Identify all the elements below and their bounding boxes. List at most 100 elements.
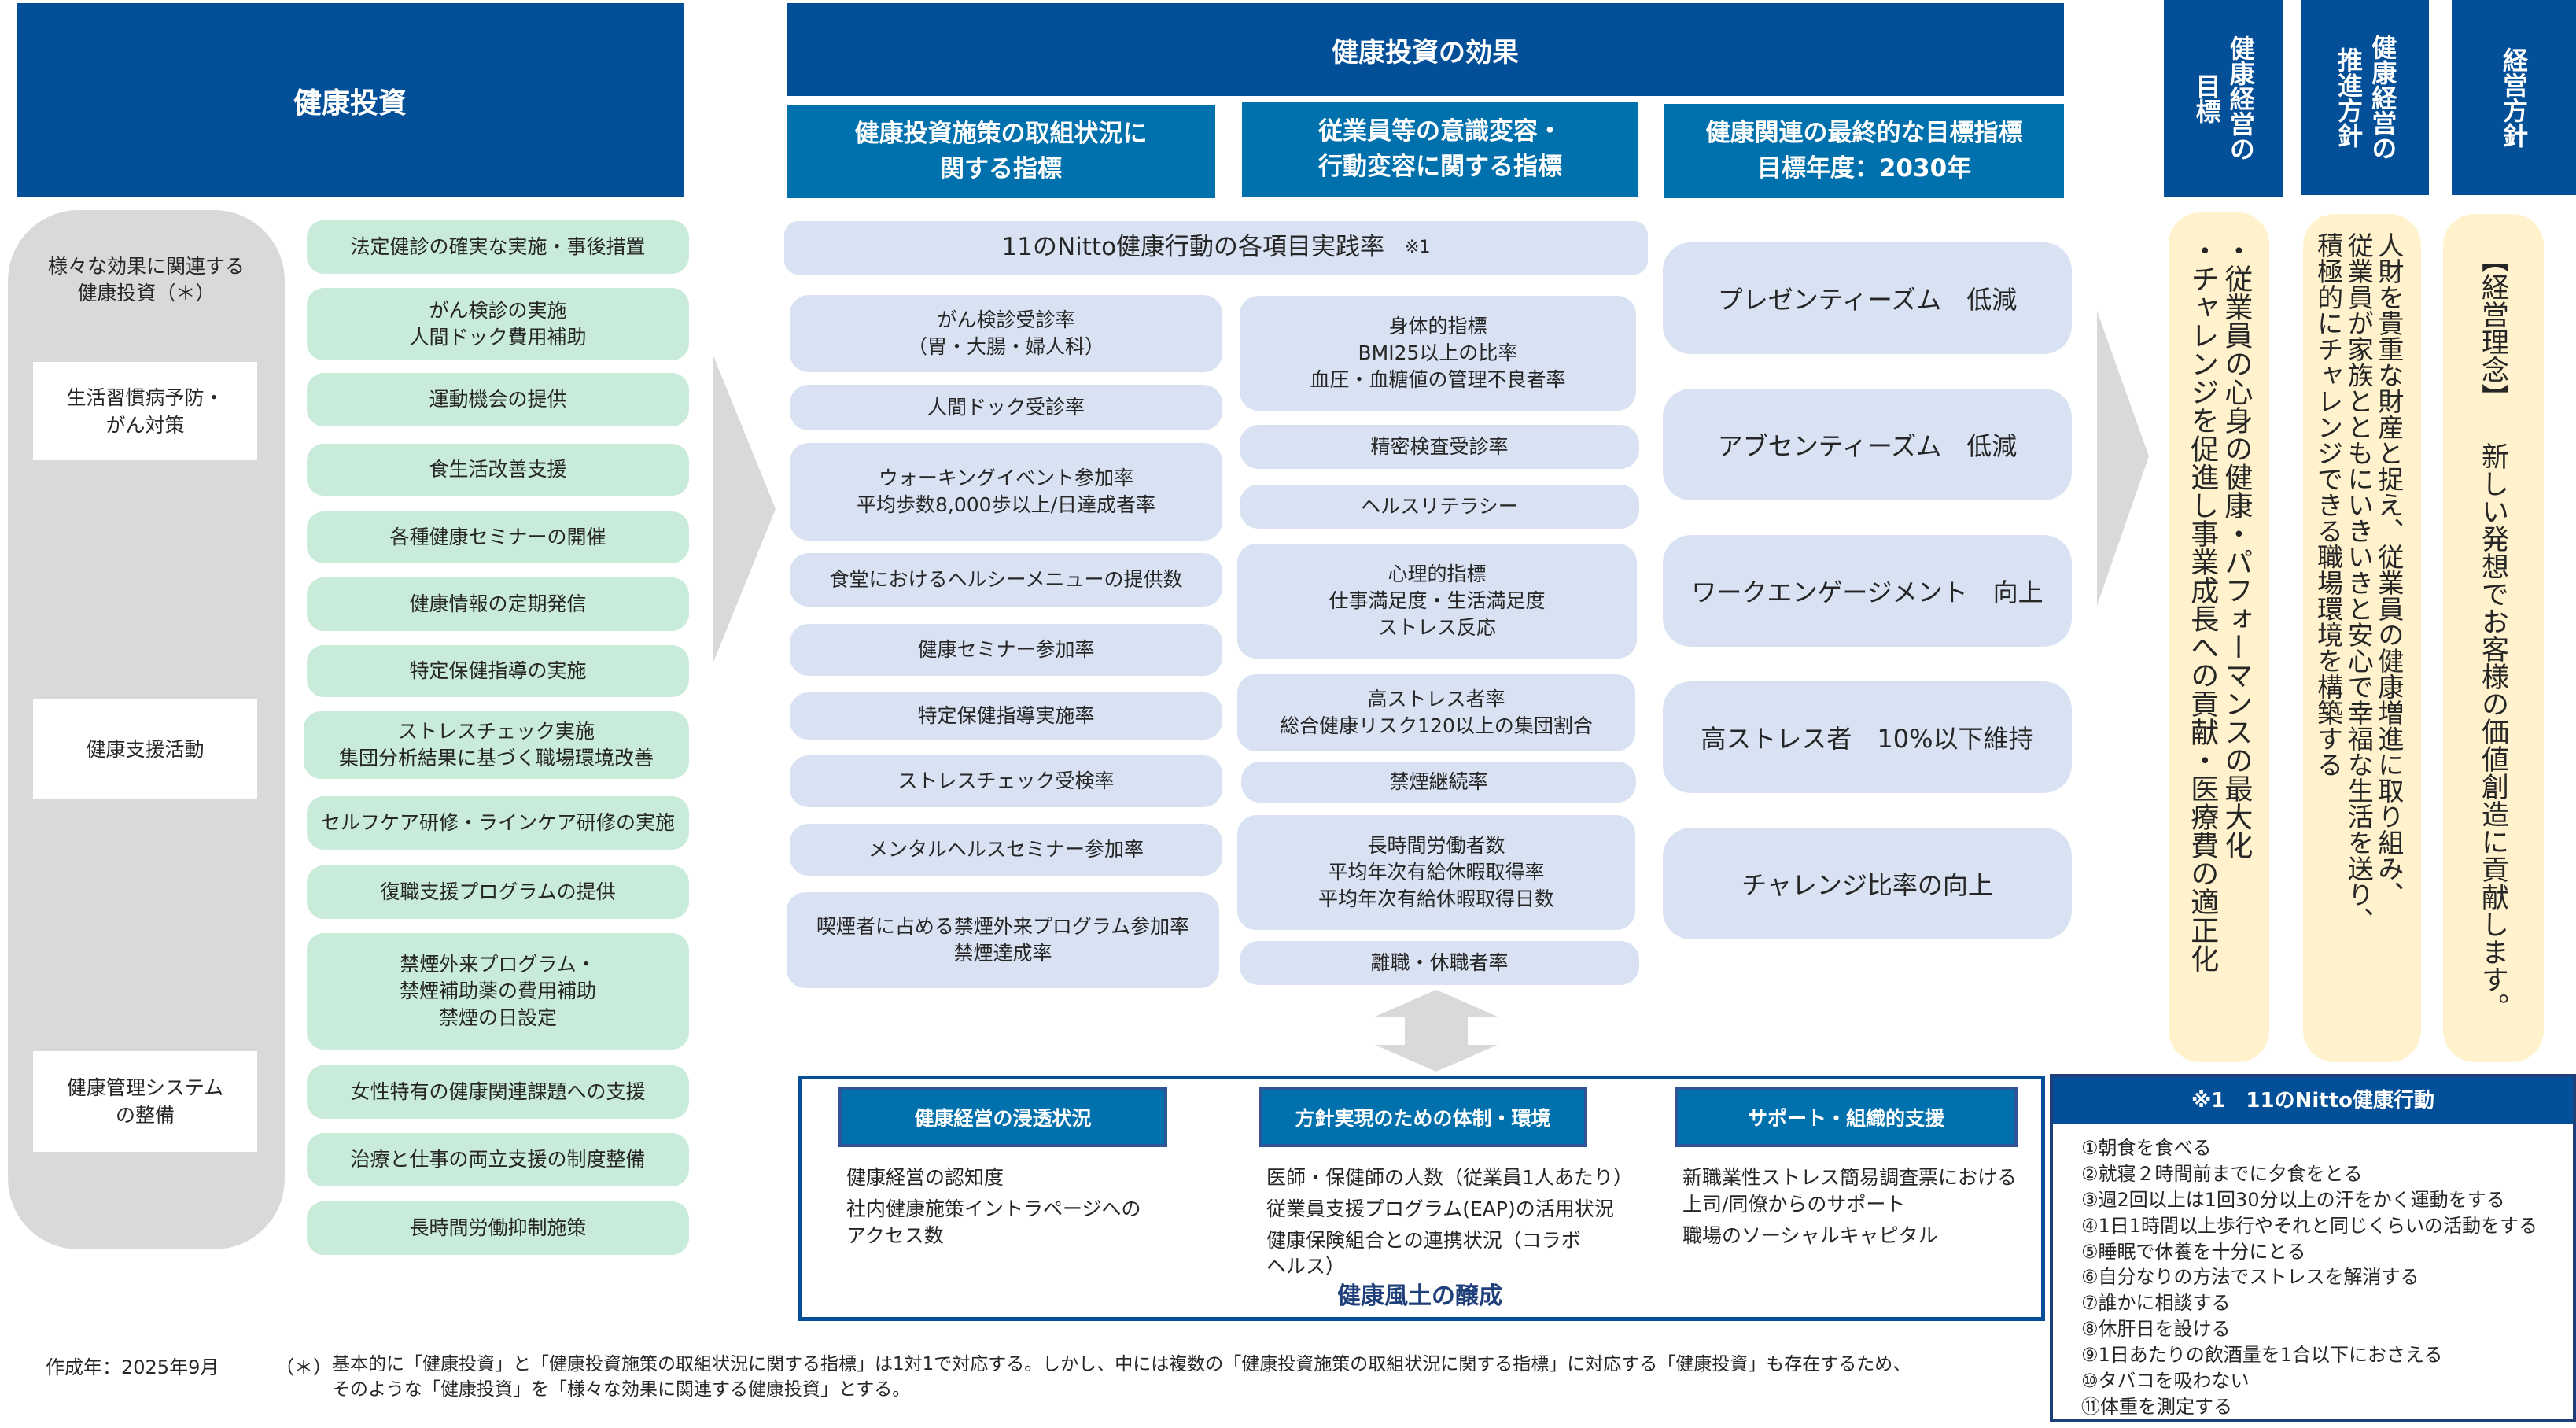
investment-item: 復職支援プログラムの提供 (307, 865, 689, 919)
culture-indicator: 健康経営の認知度 (846, 1166, 1004, 1189)
related-investment-label: 様々な効果に関連する 健康投資（＊） (47, 255, 245, 304)
health-culture-title: 健康風土の醸成 (1337, 1282, 1502, 1310)
initiative-indicator: メンタルヘルスセミナー参加率 (790, 824, 1222, 876)
nitto-action-item: ⑪体重を測定する (2081, 1395, 2232, 1418)
promotion-policy-header: 健康経営の 推進方針 (2301, 0, 2429, 195)
nitto-action-item: ⑩タバコを吸わない (2081, 1369, 2250, 1392)
flow-arrow-right (2097, 311, 2149, 606)
initiative-indicator: 食堂におけるヘルシーメニューの提供数 (790, 553, 1222, 607)
footnote-mark: （＊） (275, 1356, 332, 1378)
nitto-action-item: ③週2回以上は1回30分以上の汗をかく運動をする (2081, 1188, 2505, 1211)
behavior-indicator: 身体的指標 BMI25以上の比率 血圧・血糖値の管理不良者率 (1240, 296, 1636, 411)
behavior-indicator: 離職・休職者率 (1240, 941, 1639, 985)
behavior-indicator: 高ストレス者率 総合健康リスク120以上の集団割合 (1237, 674, 1635, 751)
column-header-final-targets: 健康関連の最終的な目標指標 目標年度：2030年 (1664, 104, 2064, 198)
nitto-action-item: ④1日1時間以上歩行やそれと同じくらいの活動をする (2081, 1214, 2538, 1237)
nitto-action-item: ⑧休肝日を設ける (2081, 1318, 2231, 1341)
goals-text: ・従業員の心身の健康・パフォーマンスの最大化 ・チャレンジを促進し事業成長への貢… (2185, 236, 2253, 1039)
nitto-banner-note: ※1 (1405, 238, 1431, 258)
goals-header-text: 健康経営の 目標 (2191, 35, 2256, 161)
culture-group-heading: 健康経営の浸透状況 (838, 1087, 1167, 1147)
promotion-policy-text: 人財を貴重な財産と捉え、従業員の健康増進に取り組み、 従業員が家族とともにいきい… (2313, 232, 2405, 1042)
created-date: 作成年：2025年9月 (46, 1356, 219, 1378)
culture-group-items: 医師・保健師の人数（従業員1人あたり） 従業員支援プログラム(EAP)の活用状況健… (1266, 1164, 1633, 1285)
column-header-behavior: 従業員等の意識変容・ 行動変容に関する指標 (1242, 102, 1638, 197)
behavior-indicator: 心理的指標 仕事満足度・生活満足度 ストレス反応 (1237, 544, 1637, 659)
initiative-indicator: ストレスチェック受検率 (790, 755, 1222, 807)
investment-item: 女性特有の健康関連課題への支援 (307, 1065, 689, 1119)
investment-item: 長時間労働抑制施策 (307, 1201, 689, 1255)
goal-line-1: ・従業員の心身の健康・パフォーマンスの最大化 (2220, 236, 2253, 859)
up-down-arrow-icon (1375, 990, 1498, 1072)
culture-indicator: 従業員支援プログラム(EAP)の活用状況 (1266, 1197, 1614, 1220)
management-policy-header: 経営方針 (2452, 0, 2576, 195)
policy-line-1: 人財を貴重な財産と捉え、従業員の健康増進に取り組み、 (2373, 232, 2405, 907)
culture-group-items: 新職業性ストレス簡易調査票における 上司/同僚からのサポート職場のソーシャルキャ… (1682, 1164, 2057, 1253)
final-target: プレゼンティーズム 低減 (1663, 242, 2072, 354)
investment-item: 健康情報の定期発信 (307, 577, 689, 631)
flow-arrow-left (713, 354, 776, 664)
goals-panel (2169, 212, 2269, 1062)
effects-title: 健康投資の効果 (1332, 36, 1519, 68)
investment-item: 禁煙外来プログラム・ 禁煙補助薬の費用補助 禁煙の日設定 (307, 933, 689, 1050)
management-policy-panel (2443, 214, 2544, 1062)
investment-item: セルフケア研修・ラインケア研修の実施 (307, 796, 689, 850)
investment-item: 特定保健指導の実施 (307, 645, 689, 697)
final-target: 高ストレス者 10%以下維持 (1663, 681, 2072, 793)
investment-title: 健康投資 (293, 87, 407, 120)
behavior-indicator: ヘルスリテラシー (1240, 485, 1639, 529)
goal-line-2: ・チャレンジを促進し事業成長への貢献・医療費の適正化 (2186, 236, 2219, 972)
behavior-indicator: 禁煙継続率 (1241, 762, 1636, 803)
investment-item: 治療と仕事の両立支援の制度整備 (307, 1133, 689, 1186)
final-target: ワークエンゲージメント 向上 (1663, 535, 2072, 647)
final-target: チャレンジ比率の向上 (1663, 828, 2072, 939)
footnote-text: 基本的に「健康投資」と「健康投資施策の取組状況に関する指標」は1対1で対応する。… (332, 1352, 2023, 1402)
initiative-indicator: がん検診受診率 （胃・大腸・婦人科） (790, 295, 1222, 372)
footnote-line-1: 基本的に「健康投資」と「健康投資施策の取組状況に関する指標」は1対1で対応する。… (332, 1354, 1911, 1374)
category-lifestyle-disease: 生活習慣病予防・ がん対策 (33, 362, 257, 460)
footnote-line-2: そのような「健康投資」を「様々な効果に関連する健康投資」とする。 (332, 1379, 911, 1400)
culture-indicator: 医師・保健師の人数（従業員1人あたり） (1266, 1166, 1633, 1189)
nitto-action-item: ⑥自分なりの方法でストレスを解消する (2081, 1266, 2419, 1289)
nitto-banner-text: 11のNitto健康行動の各項目実践率 (1001, 233, 1385, 262)
health-culture-box (798, 1076, 2045, 1321)
nitto-action-item: ⑦誰かに相談する (2081, 1292, 2231, 1315)
culture-indicator: 新職業性ストレス簡易調査票における 上司/同僚からのサポート (1682, 1166, 2018, 1216)
goals-header: 健康経営の 目標 (2164, 0, 2283, 197)
nitto-actions-list: ①朝食を食べる ②就寝２時間前までに夕食をとる ③週2回以上は1回30分以上の汗をか… (2053, 1124, 2573, 1420)
culture-group-heading: サポート・組織的支援 (1675, 1087, 2018, 1147)
nitto-actions-title: ※1 11のNitto健康行動 (2053, 1077, 2573, 1124)
investment-item: 食生活改善支援 (307, 444, 689, 496)
investment-item: 各種健康セミナーの開催 (307, 511, 689, 563)
nitto-actions-box: ※1 11のNitto健康行動 ①朝食を食べる ②就寝２時間前までに夕食をとる ③週… (2050, 1074, 2576, 1422)
management-policy-header-text: 経営方針 (2499, 47, 2529, 148)
investment-item: ストレスチェック実施 集団分析結果に基づく職場環境改善 (304, 711, 689, 779)
nitto-action-item: ②就寝２時間前までに夕食をとる (2081, 1162, 2363, 1185)
policy-line-2: 従業員が家族とともにいきいきと安心で幸福な生活を送り、 (2343, 232, 2375, 933)
promotion-policy-panel (2303, 214, 2421, 1062)
culture-indicator: 健康保険組合との連携状況（コラボ ヘルス） (1266, 1228, 1581, 1279)
investment-header: 健康投資 (17, 3, 684, 197)
culture-group-heading: 方針実現のための体制・環境 (1259, 1087, 1587, 1147)
nitto-action-item: ⑨1日あたりの飲酒量を1合以下におさえる (2081, 1344, 2443, 1366)
culture-indicator: 職場のソーシャルキャピタル (1682, 1223, 1938, 1247)
management-policy-text: 【経営理念】 新しい発想でお客様の価値創造に貢献します。 (2477, 245, 2508, 1020)
category-health-support: 健康支援活動 (33, 699, 257, 799)
initiative-indicator: 特定保健指導実施率 (790, 692, 1222, 740)
investment-item: がん検診の実施 人間ドック費用補助 (307, 288, 689, 360)
culture-indicator: 社内健康施策イントラページへの アクセス数 (846, 1197, 1141, 1247)
investment-item: 運動機会の提供 (307, 373, 689, 426)
investment-item: 法定健診の確実な実施・事後措置 (307, 220, 689, 274)
promotion-policy-header-text: 健康経営の 推進方針 (2334, 35, 2398, 161)
nitto-action-item: ⑤睡眠で休養を十分にとる (2081, 1240, 2306, 1263)
culture-group-items: 健康経営の認知度社内健康施策イントラページへの アクセス数 (846, 1164, 1207, 1253)
nitto-action-item: ①朝食を食べる (2081, 1137, 2212, 1159)
category-health-management-system: 健康管理システム の整備 (33, 1051, 257, 1152)
behavior-indicator: 長時間労働者数 平均年次有給休暇取得率 平均年次有給休暇取得日数 (1237, 815, 1635, 930)
initiative-indicator: 人間ドック受診率 (790, 385, 1222, 430)
initiative-indicator: 健康セミナー参加率 (790, 624, 1222, 676)
behavior-indicator: 精密検査受診率 (1240, 425, 1639, 469)
final-target: アブセンティーズム 低減 (1663, 389, 2072, 500)
initiative-indicator: 喫煙者に占める禁煙外来プログラム参加率 禁煙達成率 (787, 892, 1219, 988)
initiative-indicator: ウォーキングイベント参加率 平均歩数8,000歩以上/日達成者率 (790, 443, 1222, 541)
